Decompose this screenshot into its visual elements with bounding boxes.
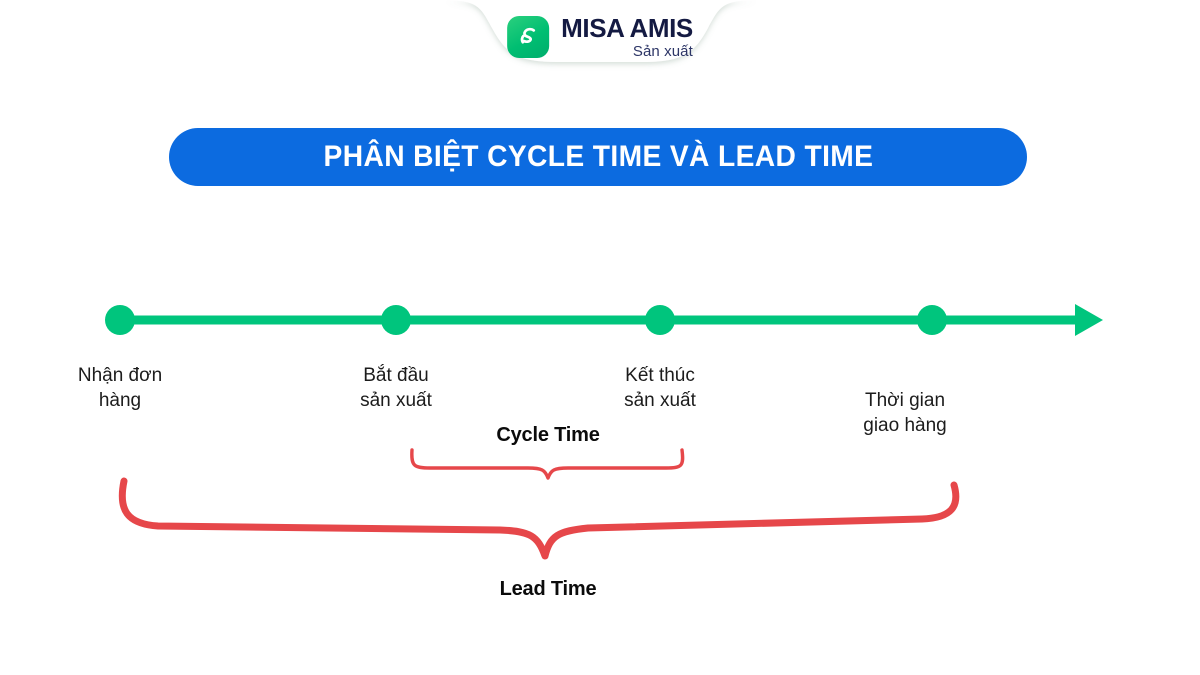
- milestone-dot-production-start: [381, 305, 411, 335]
- milestone-label-order-received: Nhận đơn hàng: [77, 365, 163, 411]
- cycle-time-brace: [410, 448, 685, 480]
- milestone-dot-production-end: [645, 305, 675, 335]
- milestone-label-production-start: Bắt đầu sản xuất: [360, 365, 432, 411]
- milestone-dot-order-received: [105, 305, 135, 335]
- misa-swirl-icon: [507, 16, 550, 58]
- milestone-label-production-end: Kết thúc sản xuất: [624, 365, 696, 411]
- brand-lockup: MISA AMIS Sản xuất: [507, 12, 693, 62]
- lead-time-label: Lead Time: [499, 578, 597, 600]
- title-banner: PHÂN BIỆT CYCLE TIME VÀ LEAD TIME: [169, 128, 1027, 186]
- header-bar: MISA AMIS Sản xuất: [0, 0, 1200, 80]
- page-title: PHÂN BIỆT CYCLE TIME VÀ LEAD TIME: [323, 140, 873, 173]
- lead-time-brace: [118, 477, 960, 560]
- milestone-dot-delivery-time: [917, 305, 947, 335]
- milestone-label-delivery-time: Thời gian giao hàng: [863, 390, 947, 436]
- arrow-right-icon: [1075, 304, 1103, 336]
- cycle-time-label: Cycle Time: [496, 424, 600, 446]
- header-curve-shape: [0, 0, 1200, 62]
- brand-subtitle: Sản xuất: [632, 43, 693, 60]
- brand-name: MISA AMIS: [561, 13, 693, 43]
